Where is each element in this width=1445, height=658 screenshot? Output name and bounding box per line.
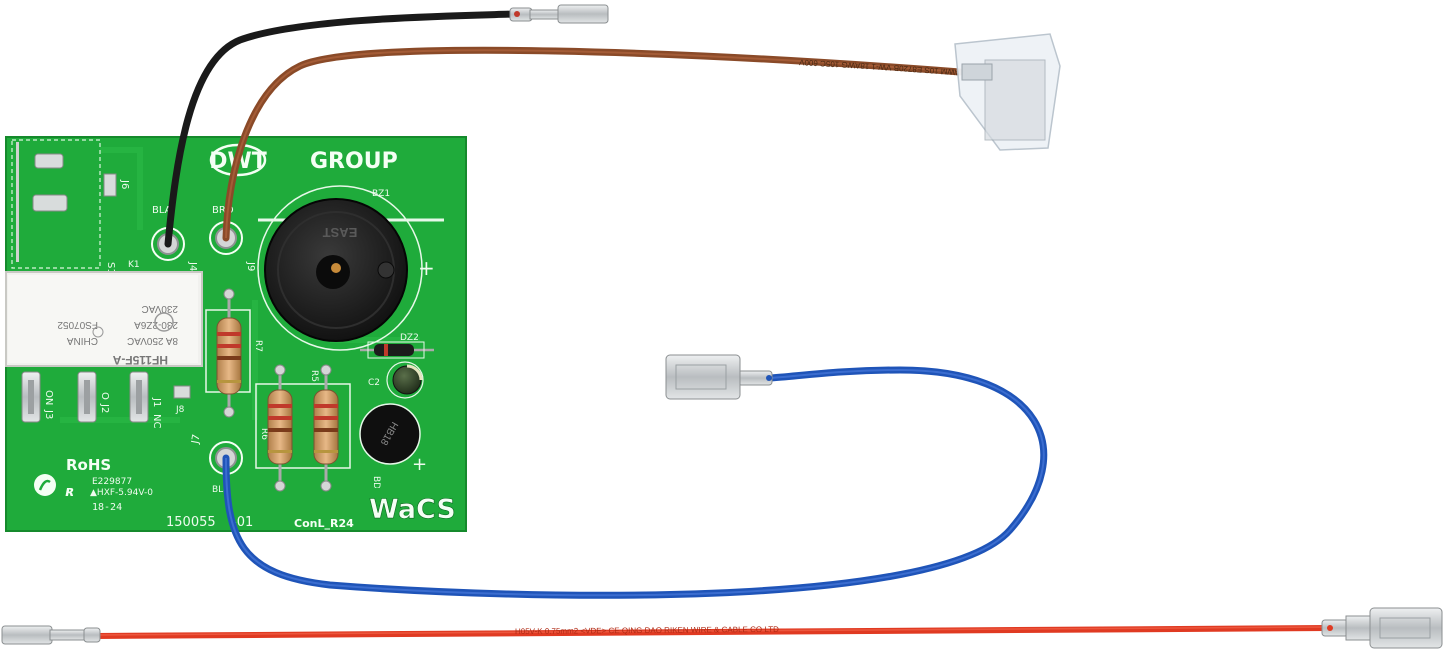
buzzer-plus: +	[418, 256, 435, 280]
resistor-r5	[313, 364, 339, 492]
pad-label-brown: BRO	[212, 205, 234, 216]
buzzer-brand: EAST	[323, 225, 358, 240]
black-wire	[164, 4, 609, 248]
buzzer: EAST	[264, 198, 408, 342]
switch-outline	[11, 139, 101, 269]
pad-label-nc: NC	[151, 414, 162, 428]
relay: HF115F-A 8A 250VAC CHINA 230-2Z6A FS0705…	[5, 271, 203, 367]
ref-dz2: DZ2	[400, 333, 419, 343]
pad-label-on: ON	[43, 390, 54, 405]
ref-r6: R6	[259, 428, 269, 440]
ref-j8: J8	[175, 405, 185, 415]
blue-wire	[222, 354, 1048, 599]
s1-pad-bottom	[32, 194, 68, 212]
board-name: ConL_R24	[294, 517, 354, 530]
resistor-r6	[267, 364, 293, 492]
ref-k1: K1	[128, 260, 140, 270]
pad-label-black: BLA	[152, 205, 172, 216]
capacitor-c2	[386, 361, 424, 399]
terminal-j2	[77, 371, 97, 423]
ref-j7: J7	[190, 433, 203, 445]
relay-model: HF115F-A	[112, 353, 168, 367]
part-suffix: -01	[232, 515, 253, 530]
ref-j6: J6	[119, 179, 130, 189]
ref-j3: J3	[43, 409, 54, 419]
ul-file: E229877	[92, 477, 132, 487]
circuit-board: S1 J6 DWT GROUP BLA BRO J4 J9 K1 BZ1 +	[5, 136, 467, 532]
brown-wire-print: AWM 10S E8720B VW-1 18AWG 105C 600V	[798, 58, 960, 77]
relay-rating: 8A 250VAC	[127, 335, 178, 346]
zener-diode-dz2	[360, 341, 434, 359]
rohs-label: RoHS	[66, 456, 111, 474]
red-wire-print: H05V-K 0.75mm2 <VDE> CE QING DAO RIKEN W…	[515, 625, 779, 636]
ref-r7: R7	[253, 340, 263, 352]
copper-traces	[60, 147, 420, 423]
pad-label-blue: BLU	[212, 485, 229, 495]
ref-bd1: BD1	[371, 476, 381, 495]
j6-pad	[103, 173, 117, 197]
terminal-j1	[129, 371, 149, 423]
relay-lot: FS07052	[57, 319, 98, 330]
logo-text: GROUP	[310, 149, 398, 174]
wacs-logo: WaCS	[369, 494, 456, 525]
red-wire: H05V-K 0.75mm2 <VDE> CE QING DAO RIKEN W…	[1, 607, 1443, 649]
buzzer-vent	[377, 261, 395, 279]
part-number: 150055	[166, 515, 216, 530]
ref-j1: J1	[151, 397, 162, 407]
r5-r6-outline	[255, 383, 351, 469]
buzzer-outline	[257, 185, 423, 351]
buzzer-sound-hole	[331, 263, 341, 273]
ref-r5: R5	[309, 370, 319, 382]
blue-wire-terminal	[665, 354, 741, 400]
ref-j4: J4	[187, 261, 198, 271]
ref-j9: J9	[245, 261, 256, 271]
black-wire-terminal	[557, 4, 609, 24]
ref-c2: C2	[368, 378, 380, 388]
red-wire-terminal-right	[1369, 607, 1443, 649]
relay-vent-icon	[92, 326, 104, 338]
ul-grade: ▲HXF-5.94V-0	[90, 488, 153, 498]
board-edge-bracket	[16, 142, 19, 262]
relay-origin: CHINA	[67, 335, 98, 346]
snappy-logo-icon	[34, 474, 56, 496]
pad-label-o: O	[99, 392, 110, 400]
ref-bz1: BZ1	[372, 189, 390, 199]
s1-pad-top	[34, 153, 64, 169]
ce-mark-icon	[154, 312, 174, 332]
terminal-j3	[21, 371, 41, 423]
red-wire-terminal-left	[1, 625, 53, 645]
relay-coil: 230VAC	[141, 303, 178, 314]
date-code: 18-24	[92, 502, 122, 513]
bridge-plus: +	[412, 454, 427, 475]
bridge-rectifier-bd1: HB18	[359, 403, 421, 465]
brown-wire-insulated-terminal	[954, 33, 1061, 151]
ref-s1: S1	[105, 262, 116, 275]
ul-recognized-icon: ʀ	[65, 484, 75, 500]
j8-pad	[173, 385, 191, 399]
resistor-r7	[216, 288, 242, 418]
ref-j2: J2	[99, 403, 110, 413]
wacs-logo-box	[368, 488, 452, 522]
